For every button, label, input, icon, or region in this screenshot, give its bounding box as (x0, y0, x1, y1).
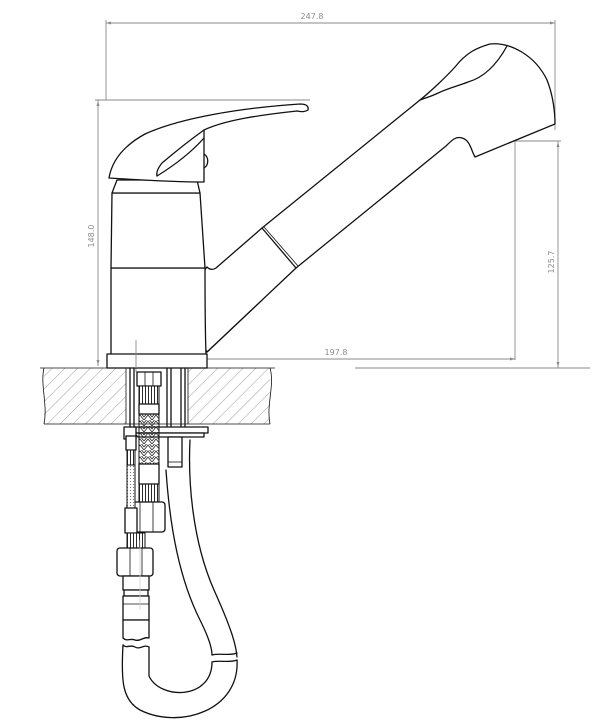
dimension-spout-outlet-height: 125.7 (513, 140, 561, 368)
base-flange (106, 353, 208, 369)
dimension-label-total-height: 148.0 (87, 225, 96, 248)
lever-handle (108, 103, 309, 183)
pull-out-spout (190, 43, 556, 353)
dimension-label-overall-length: 247.8 (301, 12, 324, 21)
body-upper (110, 192, 206, 269)
dimension-label-spout-reach: 197.8 (325, 348, 348, 357)
dimension-total-height: 148.0 (87, 99, 310, 366)
pull-out-hose (121, 439, 238, 719)
supply-hoses (116, 371, 166, 649)
faucet-body (106, 179, 208, 369)
body-lower (110, 267, 207, 356)
mounting-stud (167, 436, 183, 468)
dimension-label-spout-outlet-height: 125.7 (547, 251, 556, 274)
